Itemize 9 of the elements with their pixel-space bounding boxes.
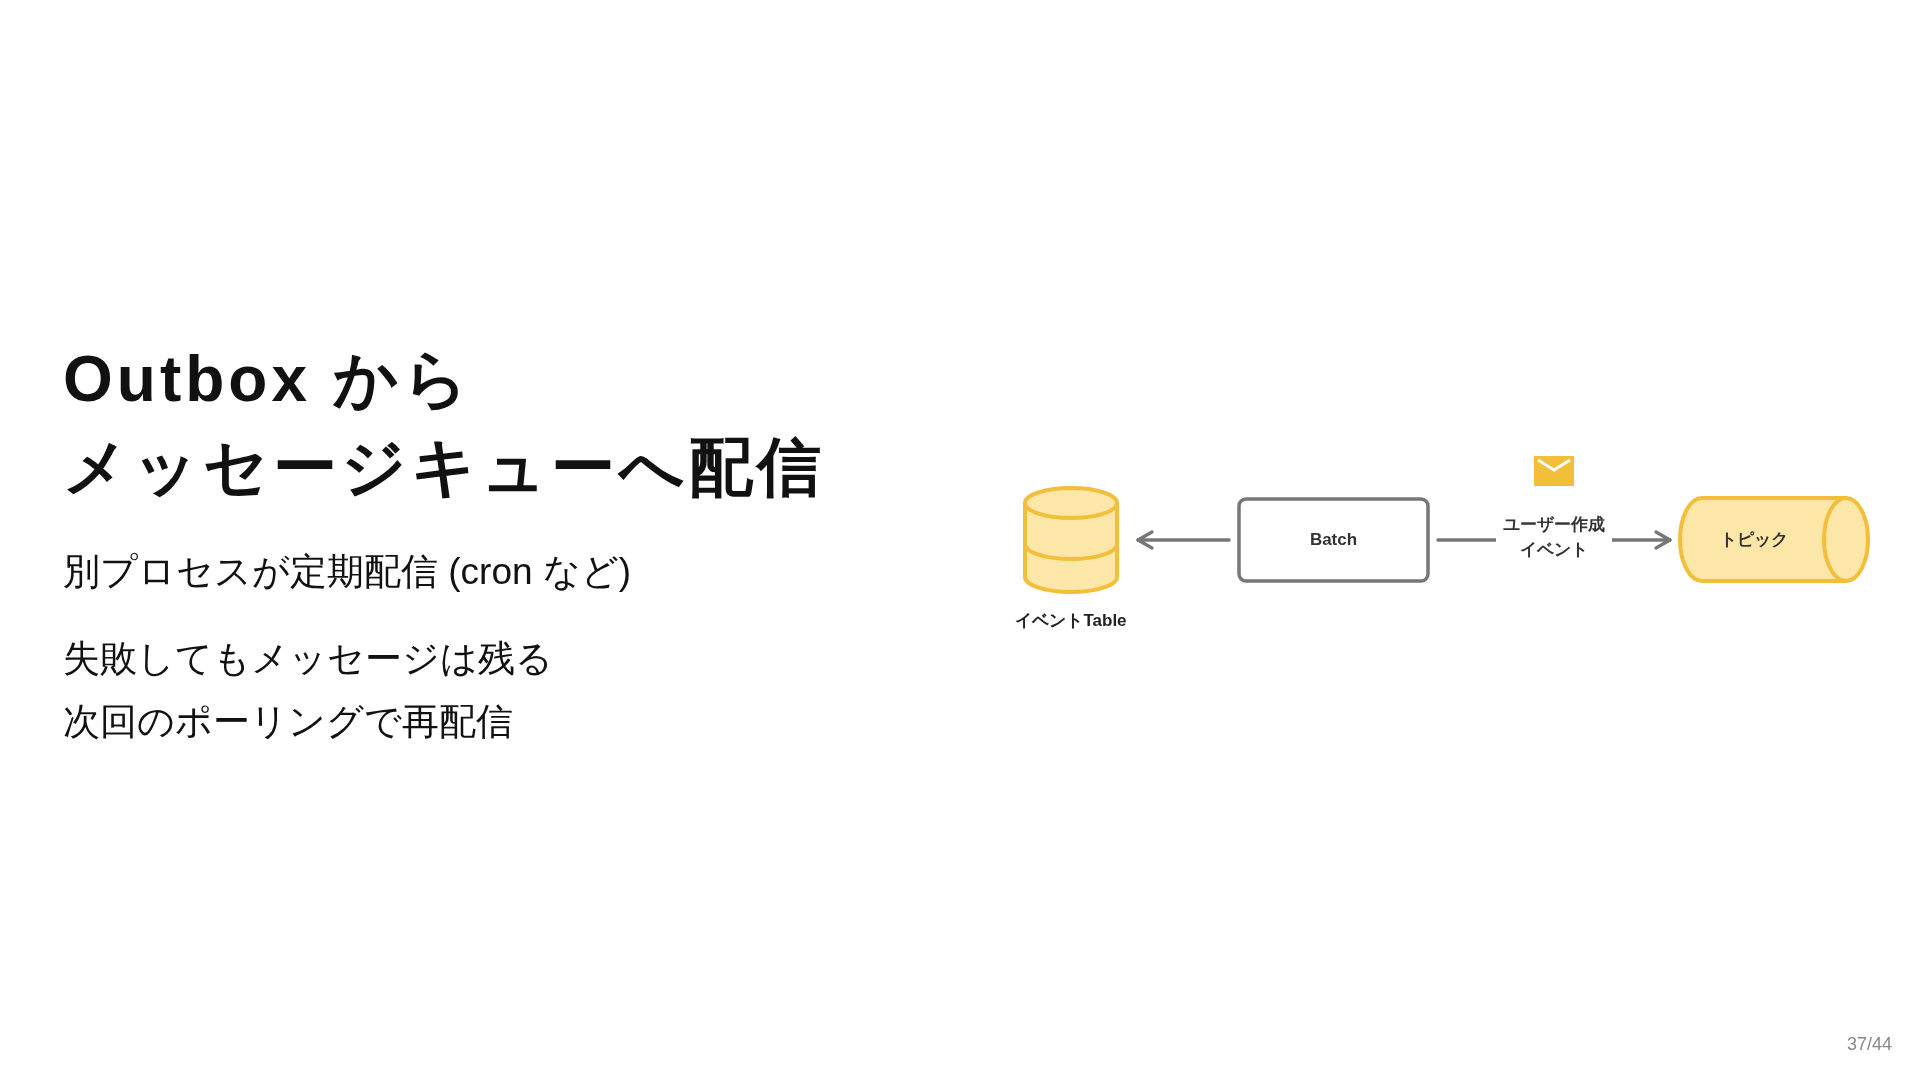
node-label: トピック <box>1720 529 1788 551</box>
arrow <box>1136 530 1231 550</box>
bullet-text: 次回のポーリングで再配信 <box>63 700 513 744</box>
node-caption: イベントTable <box>1015 610 1127 632</box>
slide-title: Outbox からメッセージキューへ配信 <box>63 342 826 505</box>
page-number: 37/44 <box>1847 1034 1893 1056</box>
node-label: Batch <box>1309 530 1358 550</box>
bullet-text: 失敗してもメッセージは残る <box>63 637 553 681</box>
bullet-text: 別プロセスが定期配信 (cron など) <box>63 550 632 594</box>
